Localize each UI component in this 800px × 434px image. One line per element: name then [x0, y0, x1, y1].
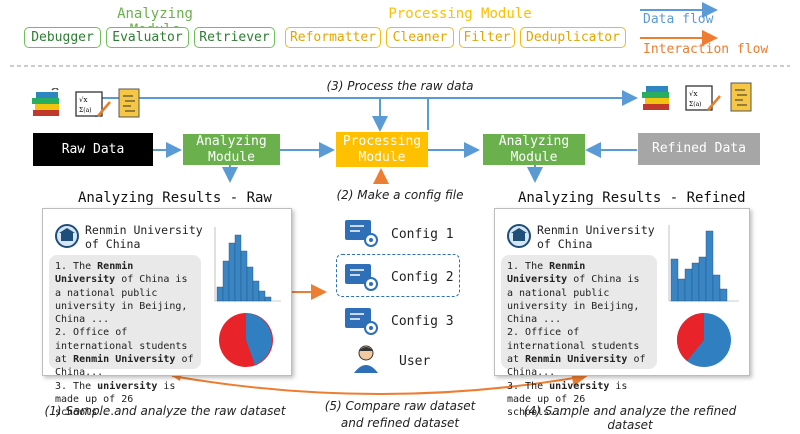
- user-label: User: [399, 354, 431, 369]
- raw-data-box: Raw Data: [33, 133, 153, 166]
- svg-text:√x: √x: [689, 90, 697, 98]
- legend-pill-retriever: Retriever: [194, 27, 275, 48]
- code-file-icon: [118, 88, 140, 118]
- legend-pill-debugger: Debugger: [24, 27, 101, 48]
- step4-label: (4) Sample and analyze the refined datas…: [523, 404, 737, 432]
- raw-sample-3: 3. The university is made up of 26 schoo…: [55, 380, 176, 419]
- analyzing-module-right: Analyzing Module: [483, 134, 585, 165]
- step1-label: (1) Sample and analyze the raw dataset: [44, 404, 286, 418]
- books-icon: [32, 88, 59, 116]
- legend-pill-reformatter: Reformatter: [285, 27, 381, 48]
- refined-results-heading: Analyzing Results - Refined: [518, 190, 746, 206]
- refined-pie-chart: [676, 312, 731, 367]
- step3-label: (3) Process the raw data: [326, 79, 474, 93]
- raw-university-name: Renmin University of China: [85, 223, 203, 251]
- code-file-icon-refined: [730, 82, 752, 112]
- refined-sample-3: 3. The university is made up of 26 schoo…: [507, 380, 628, 419]
- config-1-label: Config 1: [391, 227, 454, 242]
- legend-data-flow: Data flow: [643, 12, 714, 27]
- legend-processing-title: Processing Module: [388, 6, 532, 22]
- config-2-selected: [336, 254, 460, 297]
- formula-doc-icon-refined: √x Σ(a): [685, 85, 721, 111]
- legend-pill-deduplicator: Deduplicator: [520, 27, 626, 48]
- step2-label: (2) Make a config file: [336, 188, 464, 202]
- analyzing-module-left: Analyzing Module: [183, 134, 280, 165]
- formula-doc-icon: √x Σ(a): [75, 91, 111, 117]
- raw-results-panel: Renmin University of China 1. The Renmin…: [42, 208, 292, 418]
- refined-university-name: Renmin University of China: [537, 223, 655, 251]
- raw-results-heading: Analyzing Results - Raw: [78, 190, 272, 206]
- legend-pill-cleaner: Cleaner: [386, 27, 454, 48]
- user-icon: [354, 345, 378, 373]
- raw-histogram: [214, 227, 281, 302]
- step5-label: (5) Compare raw dataset and refined data…: [324, 399, 476, 430]
- legend-pill-filter: Filter: [459, 27, 515, 48]
- config-icon-2: [345, 264, 378, 291]
- raw-sample-2: 2. Office of international students at R…: [55, 327, 194, 379]
- refined-results-panel: Renmin University of China 1. The Renmin…: [494, 208, 750, 418]
- refined-data-box: Refined Data: [638, 133, 760, 165]
- config-icon-3: [345, 308, 378, 335]
- refined-histogram: [668, 225, 739, 302]
- raw-pie-chart: [219, 313, 273, 367]
- legend-interaction-flow: Interaction flow: [643, 42, 769, 57]
- refined-sample-2: 2. Office of international students at R…: [507, 327, 646, 379]
- university-search-icon: [55, 224, 79, 248]
- raw-sample-1: 1. The Renmin University of China is a n…: [55, 261, 188, 326]
- config-3-label: Config 3: [391, 314, 454, 329]
- refined-text-samples: 1. The Renmin University of China is a n…: [501, 255, 657, 418]
- svg-text:Σ(a): Σ(a): [689, 101, 702, 108]
- svg-text:Σ(a): Σ(a): [79, 107, 92, 114]
- processing-module: Processing Module: [336, 132, 428, 167]
- books-icon-refined: [642, 86, 669, 110]
- refined-sample-1: 1. The Renmin University of China is a n…: [507, 261, 640, 326]
- raw-text-samples: 1. The Renmin University of China is a n…: [49, 255, 201, 418]
- config-icon-1: [345, 220, 378, 247]
- legend-pill-evaluator: Evaluator: [106, 27, 189, 48]
- config-2-label: Config 2: [391, 270, 454, 285]
- university-search-icon-refined: [507, 224, 531, 248]
- svg-text:√x: √x: [79, 96, 87, 104]
